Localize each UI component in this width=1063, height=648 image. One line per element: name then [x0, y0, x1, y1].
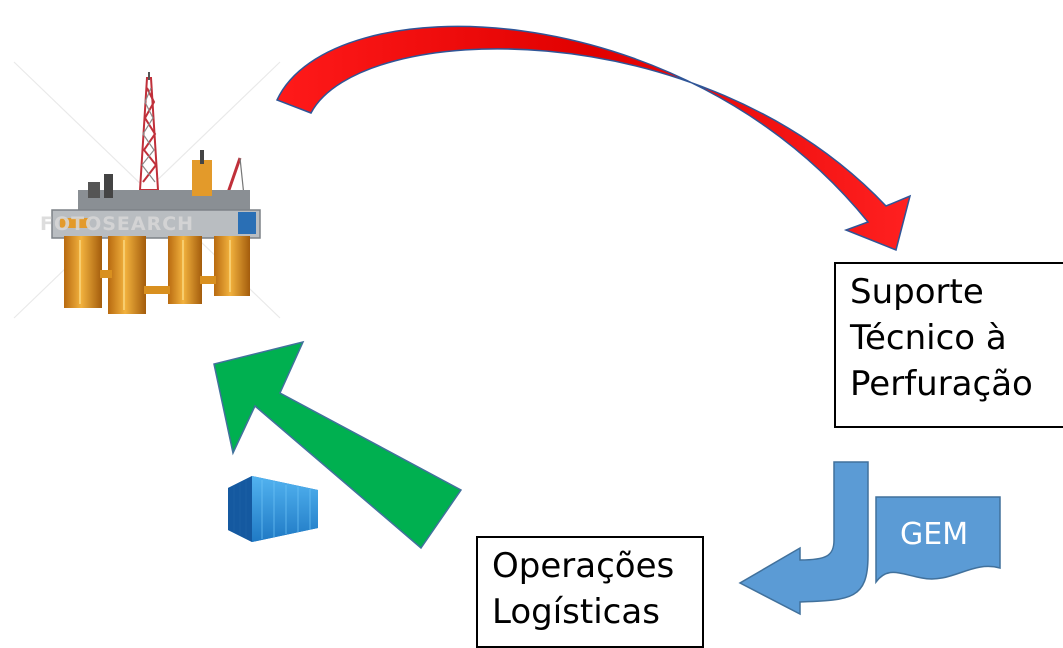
offshore-oil-rig-icon: FOTOSEARCH: [13, 61, 281, 319]
rig-leg: [168, 236, 202, 304]
gem-label: GEM: [900, 517, 968, 552]
suporte-line-3: Perfuração: [850, 363, 1033, 404]
rig-leg: [108, 236, 146, 314]
suporte-tecnico-box: Suporte Técnico à Perfuração: [834, 262, 1063, 428]
red-curved-arrow: [275, 25, 912, 252]
gem-document-shape: GEM: [875, 496, 1001, 585]
derrick-tower: [138, 72, 160, 191]
rig-leg: [214, 236, 250, 296]
blue-j-arrow: [738, 461, 869, 616]
rig-leg: [64, 236, 102, 308]
green-arrow: [213, 340, 463, 550]
suporte-line-2: Técnico à: [850, 317, 1007, 358]
operacoes-line-2: Logísticas: [492, 591, 660, 632]
watermark-text: FOTOSEARCH: [40, 213, 194, 235]
suporte-line-1: Suporte: [850, 272, 984, 312]
shipping-container-icon: [228, 476, 318, 542]
upper-deck: [78, 190, 250, 212]
operacoes-logisticas-box: Operações Logísticas: [476, 536, 704, 648]
operacoes-line-1: Operações: [492, 546, 675, 586]
